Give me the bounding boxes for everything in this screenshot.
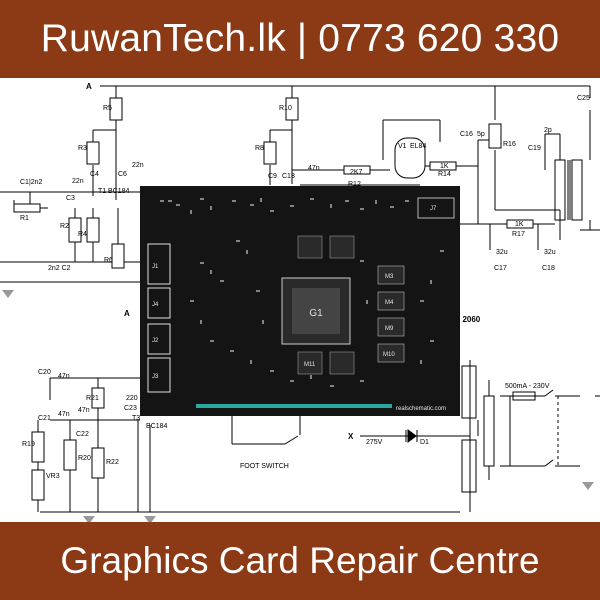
node-a-mid: A (124, 309, 130, 318)
pcb-memory-right (377, 265, 405, 363)
label-r2: R2 (60, 223, 69, 230)
label-1k: 1K (440, 163, 449, 170)
label-r3: R3 (78, 145, 87, 152)
label-c1: C1|2n2 (20, 179, 43, 186)
model-label: / 2060 (458, 315, 481, 324)
pcb-j1: J1 (152, 264, 159, 270)
foot-switch-label: FOOT SWITCH (240, 463, 289, 470)
pcb-m11: M11 (304, 362, 316, 368)
pcb-m4: M4 (385, 300, 394, 306)
label-c23-val: 220 (126, 395, 138, 402)
label-2p: 2p (544, 127, 552, 134)
label-r14: R14 (438, 171, 451, 178)
label-c21: C21 (38, 415, 51, 422)
label-c19: C19 (528, 145, 541, 152)
pcb-connectors (147, 243, 171, 393)
label-v1: V1 (398, 143, 407, 150)
label-c6: C6 (118, 171, 127, 178)
label-t1: T1 (98, 188, 106, 195)
pcb-smd-components (160, 198, 444, 387)
banner-subtitle: Graphics Card Repair Centre (60, 540, 540, 581)
label-c4: C4 (90, 171, 99, 178)
pcb-m10: M10 (383, 352, 395, 358)
label-c23: C23 (124, 405, 137, 412)
label-r4: R4 (78, 231, 87, 238)
label-r8: R8 (255, 145, 264, 152)
label-vr3: VR3 (46, 473, 60, 480)
label-r21: R21 (86, 395, 99, 402)
label-47n-3: 47n (78, 407, 90, 414)
pcb-memory-top (297, 235, 355, 375)
schematic-wiring (0, 85, 600, 513)
label-32u-1: 32u (496, 249, 508, 256)
label-47n: 47n (308, 165, 320, 172)
label-r6: R6 (104, 257, 113, 264)
pcb-j3: J3 (152, 374, 159, 380)
label-1k-2: 1K (515, 221, 524, 228)
banner-title: RuwanTech.lk | 0773 620 330 (40, 17, 560, 60)
pcb-header-j7 (417, 197, 455, 219)
pcb-watermark: realschematic.com (396, 406, 446, 412)
label-r20: R20 (78, 455, 91, 462)
label-r12: R12 (348, 181, 361, 188)
pcb-gpu-die (292, 288, 340, 334)
top-banner: RuwanTech.lk | 0773 620 330 (0, 0, 600, 78)
label-r10: R10 (279, 105, 292, 112)
voltage-label: 275V (366, 439, 383, 446)
node-a-top: A (86, 82, 92, 91)
node-x: X (348, 432, 354, 441)
fuse-label: 500mA - 230V (505, 383, 550, 390)
bottom-banner: Graphics Card Repair Centre (0, 522, 600, 600)
label-c9: C9 (268, 173, 277, 180)
label-2k7: 2K7 (350, 169, 363, 176)
label-5p: 5p (477, 131, 485, 138)
label-c25: C25 (577, 95, 590, 102)
label-el84: EL84 (410, 143, 426, 150)
label-r19: R19 (22, 441, 35, 448)
ground-symbols (2, 290, 594, 522)
label-r22: R22 (106, 459, 119, 466)
label-c22: C22 (76, 431, 89, 438)
pcb-j7: J7 (430, 206, 437, 212)
label-22n: 22n (72, 178, 84, 185)
label-32u-2: 32u (544, 249, 556, 256)
pcb-gpu-label: G1 (309, 308, 323, 319)
pcb-pcie-edge (196, 404, 392, 408)
label-c17: C17 (494, 265, 507, 272)
label-c20-val: 47n (58, 373, 70, 380)
label-bc184-1: BC184 (108, 188, 130, 195)
label-c6-val: 22n (132, 162, 144, 169)
pcb-board: J1 J4 J2 J3 M3 M4 M9 M10 M11 G1 J7 r (140, 186, 460, 416)
label-c2: 2n2 C2 (48, 265, 71, 272)
pcb-j4: J4 (152, 302, 159, 308)
label-r17: R17 (512, 231, 525, 238)
label-c13: C13 (282, 173, 295, 180)
label-c20: C20 (38, 369, 51, 376)
pcb-m9: M9 (385, 326, 394, 332)
label-c21-val: 47n (58, 411, 70, 418)
diode-label: D1 (420, 439, 429, 446)
label-c18: C18 (542, 265, 555, 272)
schematic-components (13, 97, 534, 501)
label-c3: C3 (66, 195, 75, 202)
label-r16: R16 (503, 141, 516, 148)
label-t3: T3 (132, 415, 140, 422)
schematic-image: R5 R10 R3 R8 C1|2n2 R1 C3 22n C4 C6 22n … (0, 78, 600, 522)
label-r1: R1 (20, 215, 29, 222)
pcb-j2: J2 (152, 338, 159, 344)
label-r5: R5 (103, 105, 112, 112)
label-c16: C16 (460, 131, 473, 138)
label-bc184-3: BC184 (146, 423, 168, 430)
pcb-m3: M3 (385, 274, 394, 280)
